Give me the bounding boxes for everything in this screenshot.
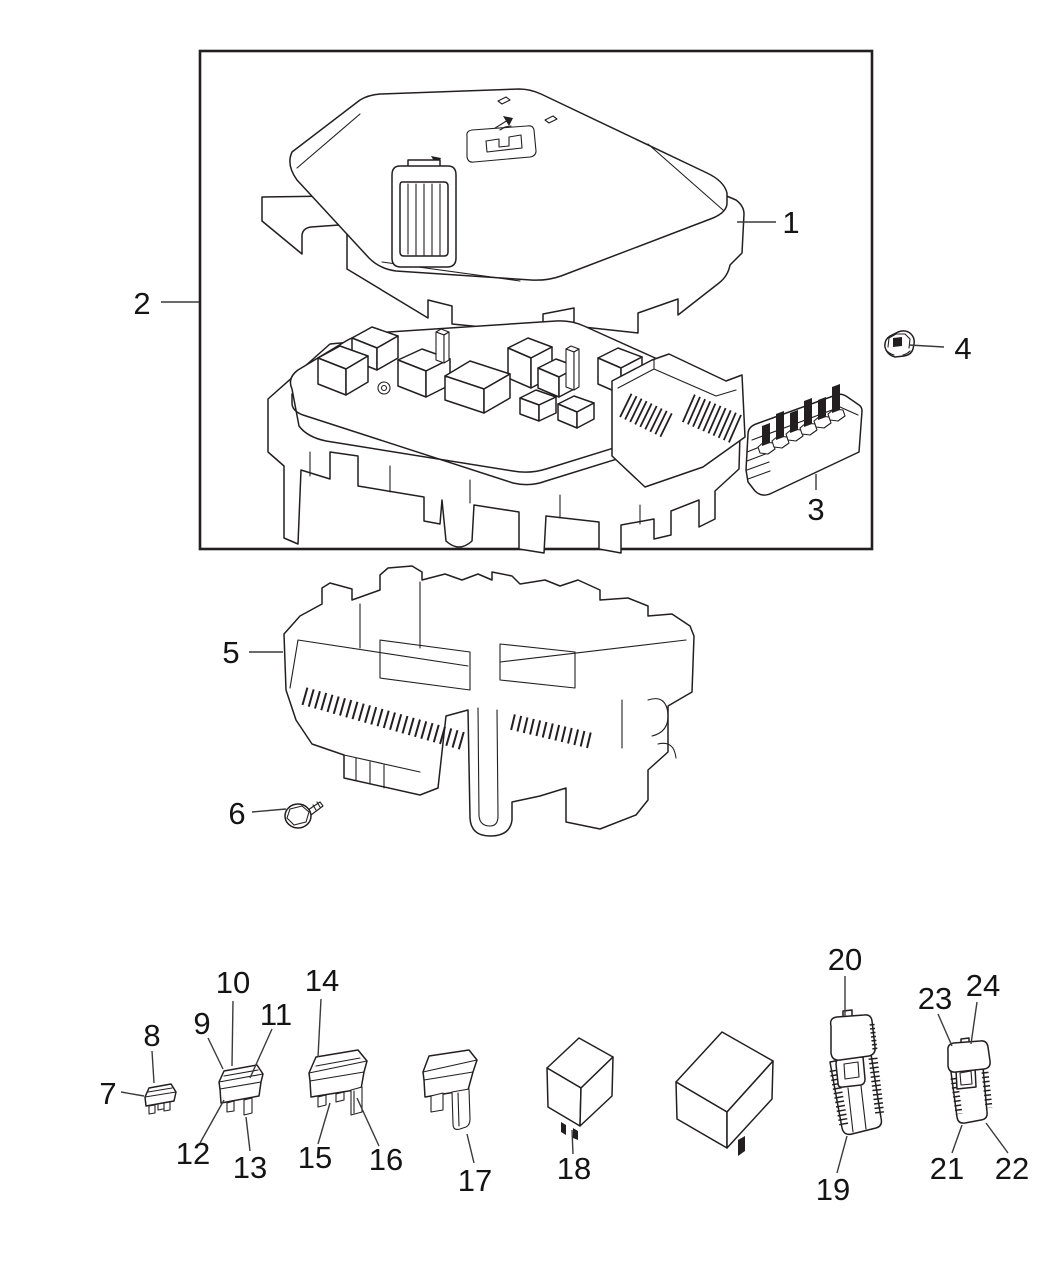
leader-line-12 [199,1099,225,1144]
part-21-24-connector-drawing [947,1037,993,1124]
part-19-20-connector-drawing [829,1009,885,1136]
part-5-bracket-drawing [283,565,695,837]
leader-line-13 [245,1116,251,1152]
callout-label-2: 2 [133,286,150,321]
callout-label-16: 16 [369,1142,403,1177]
callout-label-14: 14 [305,963,339,998]
callout-label-18: 18 [557,1151,591,1186]
callout-label-22: 22 [995,1151,1029,1186]
part-1-cover-drawing [261,88,745,334]
part-2-pdc-assembly-drawing [267,320,746,554]
leader-line-24 [970,1001,978,1045]
callout-label-8: 8 [143,1018,160,1053]
callout-label-15: 15 [298,1140,332,1175]
bracket-interior-lines [289,581,687,827]
part-18-relay-drawing [546,1037,614,1140]
leader-line-14 [317,998,322,1058]
callout-label-20: 20 [828,942,862,977]
leader-line-8 [151,1050,155,1084]
leader-line-9 [207,1037,224,1070]
part-9-13-cartridge-fuse-drawing [218,1064,264,1116]
callout-label-23: 23 [918,981,952,1016]
part-17-jcase-fuse-drawing [422,1049,478,1130]
callout-label-6: 6 [228,796,245,831]
callout-labels: 1 2 3 4 5 6 7 8 9 10 11 12 13 14 15 16 1… [99,205,1029,1207]
leader-line-16 [356,1097,380,1147]
part-7-8-mini-fuse-drawing [144,1083,177,1115]
callout-label-21: 21 [930,1151,964,1186]
ribbed-compartment [611,353,746,488]
leader-line-10 [231,1000,234,1067]
leader-line-17 [466,1133,475,1164]
callout-label-10: 10 [216,965,250,1000]
relay-blocks [317,326,643,429]
callout-label-9: 9 [193,1006,210,1041]
callout-label-5: 5 [222,635,239,670]
part-4-nut-drawing [884,330,915,358]
cover-detail-lines [296,96,724,282]
callout-label-12: 12 [176,1136,210,1171]
callout-label-7: 7 [99,1076,116,1111]
part-14-16-cartridge-fuse-drawing [308,1049,368,1116]
leader-line-11 [249,1028,273,1079]
cover-latch [391,159,457,268]
leader-line-18 [571,1129,574,1155]
callout-label-17: 17 [458,1163,492,1198]
leader-line-21 [951,1124,963,1154]
leader-line-15 [317,1102,331,1145]
leader-line-7 [120,1091,145,1097]
leader-line-19 [836,1135,848,1174]
callout-label-4: 4 [954,331,971,366]
leader-line-6 [251,808,287,813]
callout-label-19: 19 [816,1172,850,1207]
callout-label-24: 24 [966,968,1000,1003]
callout-label-1: 1 [782,205,799,240]
callout-label-13: 13 [233,1150,267,1185]
part-6-screw-drawing [284,801,324,829]
leader-line-23 [937,1013,953,1047]
callout-label-3: 3 [807,492,824,527]
leader-lines [120,221,1009,1174]
terminal-studs [757,384,846,455]
part-3-terminal-block-drawing [745,384,863,496]
callout-label-11: 11 [260,997,292,1032]
leader-line-22 [985,1122,1009,1154]
leader-line-4 [908,344,945,348]
part-relay-large-drawing [675,1031,774,1156]
